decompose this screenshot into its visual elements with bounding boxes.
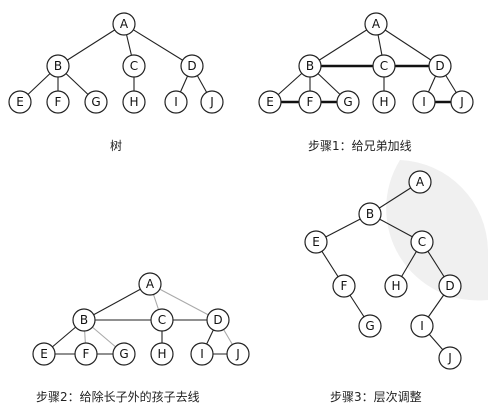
node-label-D: D (213, 313, 222, 327)
node-label-C: C (418, 235, 426, 249)
node-I (164, 90, 188, 114)
node-I (410, 314, 434, 338)
node-A (408, 170, 432, 194)
node-I (412, 90, 436, 114)
node-label-F: F (307, 95, 314, 109)
node-label-A: A (416, 175, 425, 189)
node-J (200, 90, 224, 114)
node-label-J: J (235, 347, 240, 361)
node-G (112, 342, 136, 366)
node-B (46, 54, 70, 78)
node-F (74, 342, 98, 366)
node-E (304, 230, 328, 254)
node-label-D: D (445, 279, 454, 293)
node-H (384, 274, 408, 298)
node-C (372, 54, 396, 78)
edge-A-B (57, 23, 125, 67)
node-D (438, 274, 462, 298)
node-label-J: J (447, 351, 452, 365)
caption-step2: 步骤2：给除长子外的孩子去线 (36, 390, 200, 404)
node-D (206, 308, 230, 332)
node-label-E: E (40, 347, 48, 361)
edge-A-D (375, 23, 441, 67)
node-J (226, 342, 250, 366)
node-H (150, 342, 174, 366)
node-label-A: A (372, 17, 381, 31)
node-label-C: C (158, 313, 166, 327)
node-label-H: H (379, 95, 388, 109)
node-label-B: B (306, 59, 314, 73)
node-label-I: I (420, 319, 424, 333)
node-label-G: G (91, 95, 100, 109)
tree-diagram-2: A B C D E F G H I J (32, 272, 250, 366)
node-label-E: E (312, 235, 320, 249)
caption-step1: 步骤1：给兄弟加线 (308, 139, 412, 153)
node-label-G: G (365, 319, 374, 333)
node-label-H: H (157, 347, 166, 361)
node-label-G: G (343, 95, 352, 109)
node-A (138, 272, 162, 296)
node-label-D: D (187, 59, 196, 73)
caption-step3: 步骤3：层次调整 (330, 390, 422, 404)
node-F (298, 90, 322, 114)
node-E (32, 342, 56, 366)
tree-diagram-3: A B C D E F G H I J (304, 170, 462, 370)
node-J (438, 346, 462, 370)
node-label-C: C (130, 59, 138, 73)
node-label-I: I (422, 95, 426, 109)
node-label-F: F (55, 95, 62, 109)
node-label-A: A (146, 277, 155, 291)
node-B (358, 202, 382, 226)
node-B (298, 54, 322, 78)
node-label-H: H (391, 279, 400, 293)
caption-tree: 树 (110, 139, 123, 153)
node-label-D: D (435, 59, 444, 73)
edge-A-D (123, 23, 193, 67)
node-D (180, 54, 204, 78)
node-F (332, 274, 356, 298)
node-A (112, 12, 136, 36)
node-J (450, 90, 474, 114)
node-G (336, 90, 360, 114)
node-D (428, 54, 452, 78)
node-label-B: B (80, 313, 88, 327)
edge-A-B (83, 283, 151, 321)
tree-diagram-1: A B C D E F G H I J (258, 12, 474, 114)
node-label-B: B (366, 207, 374, 221)
node-C (410, 230, 434, 254)
node-label-E: E (266, 95, 274, 109)
node-label-J: J (209, 95, 214, 109)
node-label-J: J (459, 95, 464, 109)
node-E (8, 90, 32, 114)
node-label-B: B (54, 59, 62, 73)
watermark-seal (386, 160, 488, 301)
node-C (122, 54, 146, 78)
edge-A-D (149, 283, 219, 321)
node-G (84, 90, 108, 114)
node-label-F: F (83, 347, 90, 361)
node-label-E: E (16, 95, 24, 109)
node-label-G: G (119, 347, 128, 361)
node-label-I: I (200, 347, 204, 361)
node-A (364, 12, 388, 36)
node-E (258, 90, 282, 114)
node-label-H: H (129, 95, 138, 109)
node-label-C: C (380, 59, 388, 73)
node-H (372, 90, 396, 114)
node-B (72, 308, 96, 332)
node-F (46, 90, 70, 114)
edge-A-B (309, 23, 377, 67)
node-G (358, 314, 382, 338)
node-label-A: A (120, 17, 129, 31)
tree-diagram-0: A B C D E F G H I J (8, 12, 224, 114)
node-label-F: F (341, 279, 348, 293)
node-label-I: I (174, 95, 178, 109)
node-C (150, 308, 174, 332)
node-H (122, 90, 146, 114)
node-I (190, 342, 214, 366)
